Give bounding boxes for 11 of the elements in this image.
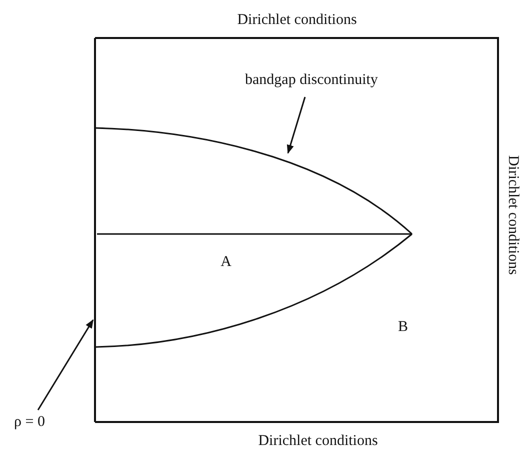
region-label: A	[220, 253, 232, 271]
boundary-condition-text: Dirichlet conditions	[237, 11, 357, 29]
boundary-condition-text: ρ = 0	[14, 413, 45, 431]
boundary-condition-text: Dirichlet conditions	[504, 155, 522, 275]
arrow	[286, 96, 306, 154]
left-boundary-line	[94, 38, 96, 422]
region-label: B	[398, 318, 408, 336]
arrow	[37, 319, 94, 410]
callout-text: bandgap discontinuity	[245, 71, 378, 89]
boundary-condition-text: Dirichlet conditions	[258, 432, 378, 450]
interface-curve	[96, 127, 412, 235]
